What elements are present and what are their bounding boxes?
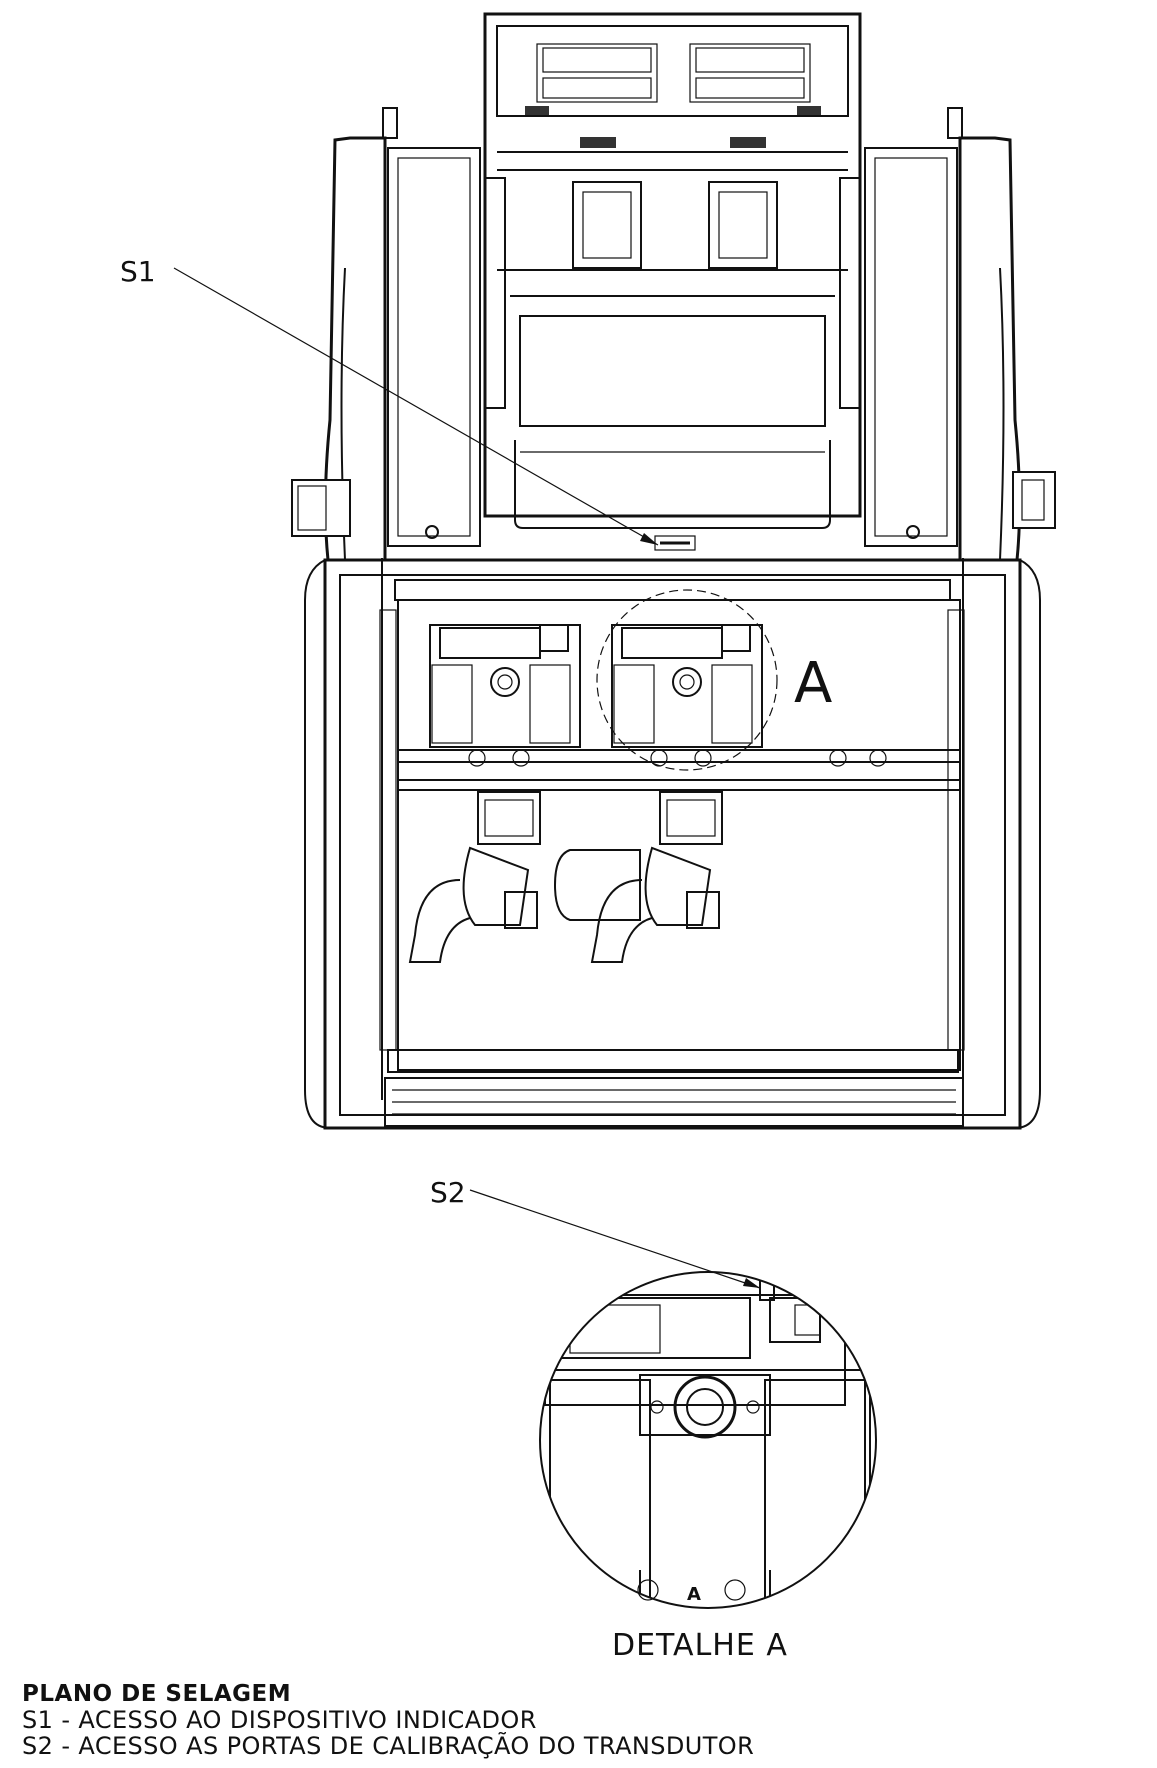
callout-s2: S2 bbox=[430, 1176, 761, 1289]
dispenser-front-view bbox=[291, 12, 1056, 1130]
right-nozzle-holster bbox=[1012, 471, 1056, 529]
legend-item-s1: S1 - ACESSO AO DISPOSITIVO INDICADOR bbox=[22, 1706, 537, 1734]
legend-title: PLANO DE SELAGEM bbox=[22, 1681, 292, 1707]
right-side-column bbox=[864, 107, 1022, 562]
detail-caption: DETALHE A bbox=[612, 1628, 788, 1663]
pump-unit-left bbox=[408, 791, 541, 963]
legend-item-s2: S2 - ACESSO AS PORTAS DE CALIBRAÇÃO DO T… bbox=[22, 1732, 755, 1760]
left-nozzle-holster bbox=[291, 479, 351, 537]
meter-module-right bbox=[611, 624, 887, 767]
meter-module-left bbox=[429, 624, 581, 767]
callout-s2-label: S2 bbox=[430, 1176, 466, 1209]
price-display-left bbox=[536, 43, 658, 103]
callout-s1-label: S1 bbox=[120, 255, 156, 288]
callout-s1: S1 bbox=[120, 255, 659, 546]
vent-grille bbox=[392, 1089, 956, 1115]
pump-unit-right bbox=[553, 791, 723, 963]
detail-a-small-marker: A bbox=[687, 1584, 701, 1605]
detail-a-fasteners bbox=[637, 1579, 746, 1601]
price-display-right bbox=[689, 43, 811, 103]
keypad-right bbox=[708, 181, 778, 269]
keypad-left bbox=[572, 181, 642, 269]
detail-a-view: A bbox=[539, 1271, 877, 1609]
display-head bbox=[483, 12, 862, 551]
detail-a-marker: A bbox=[794, 651, 832, 716]
hydraulic-cabinet bbox=[304, 558, 1041, 1130]
detail-a-region bbox=[596, 589, 778, 771]
sealing-plan-legend: PLANO DE SELAGEM S1 - ACESSO AO DISPOSIT… bbox=[22, 1681, 754, 1759]
